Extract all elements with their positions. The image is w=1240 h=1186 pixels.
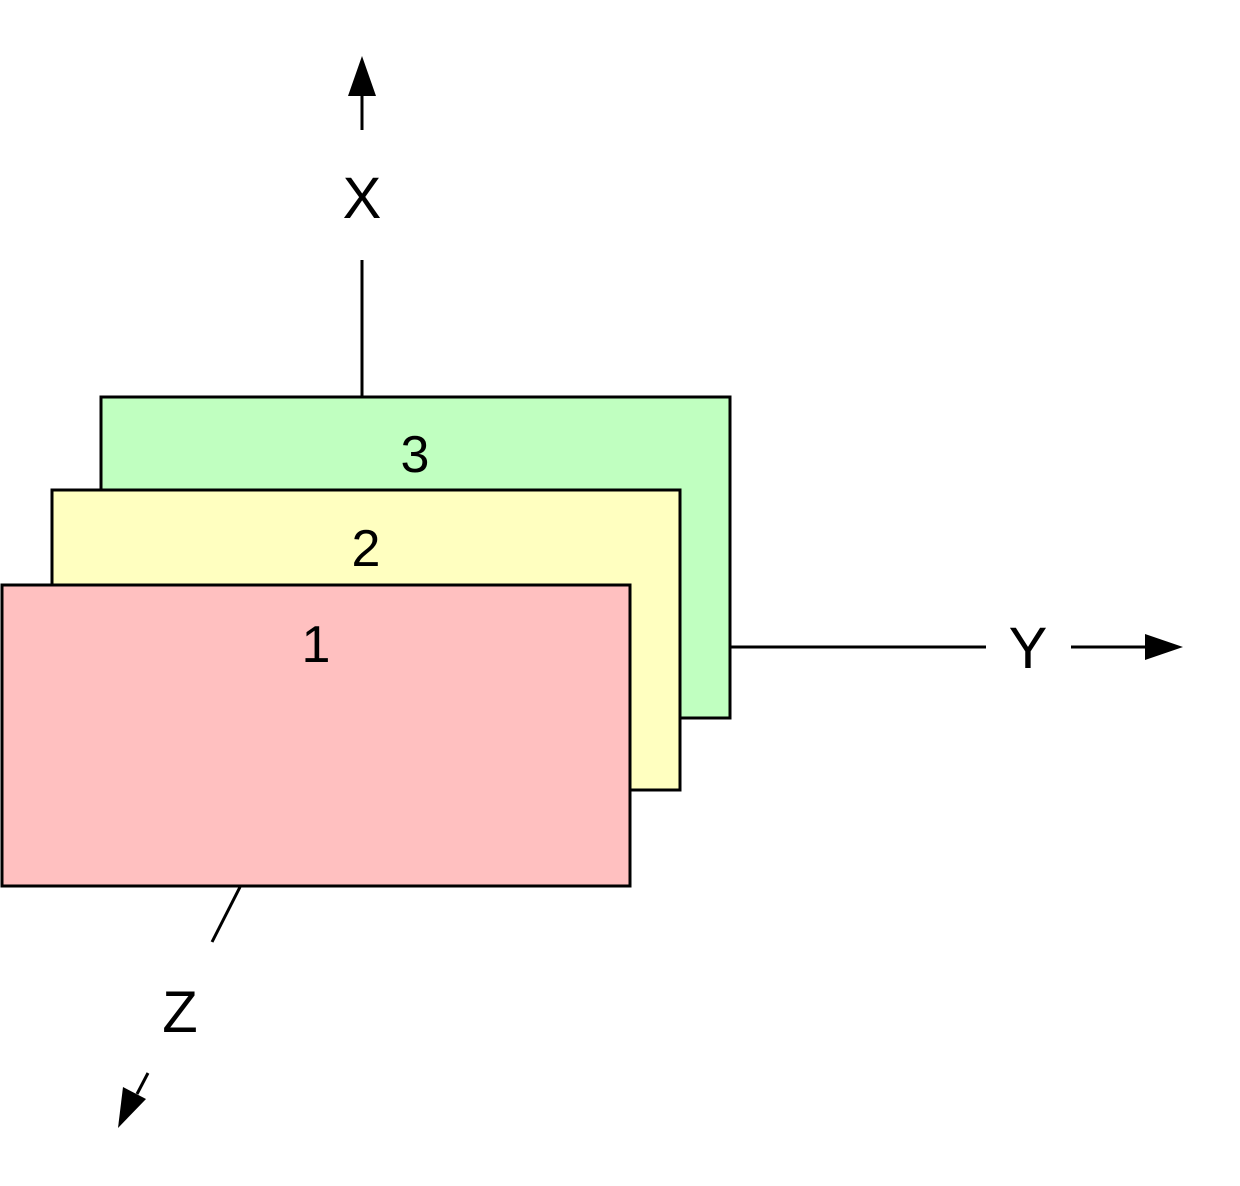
- x-axis: X: [343, 56, 382, 396]
- plane-1: 1: [0, 583, 632, 888]
- plane-1-label: 1: [302, 616, 331, 674]
- y-axis-label: Y: [1009, 616, 1048, 681]
- plane-2-label: 2: [352, 520, 381, 578]
- y-axis-arrow-icon: [1145, 634, 1183, 660]
- plane-1-rect: [0, 583, 632, 888]
- z-axis-arrow-icon: [118, 1087, 146, 1128]
- z-axis: Z: [118, 886, 242, 1128]
- plane-3-label: 3: [401, 426, 430, 484]
- y-axis: Y: [730, 616, 1183, 681]
- z-axis-label: Z: [162, 980, 197, 1045]
- z-axis-line-upper: [210, 886, 242, 943]
- x-axis-label: X: [343, 166, 382, 231]
- x-axis-arrow-icon: [348, 56, 376, 96]
- z-axis-line-lower: [135, 1072, 150, 1095]
